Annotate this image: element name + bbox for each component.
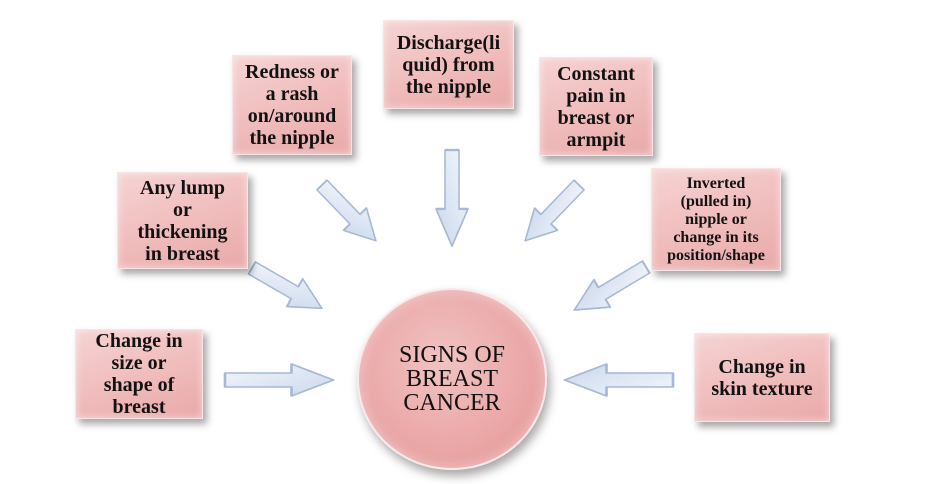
sign-box-skin-texture: Change in skin texture — [694, 333, 830, 422]
arrow-size — [223, 362, 335, 398]
arrow-lump — [243, 253, 331, 324]
arrow-skin — [563, 362, 675, 398]
arrow-inverted — [565, 252, 656, 325]
center-circle-title: SIGNS OF BREAST CANCER — [357, 288, 547, 470]
sign-box-discharge: Discharge(li quid) from the nipple — [383, 20, 514, 109]
sign-box-inverted-nipple: Inverted (pulled in) nipple or change in… — [651, 168, 781, 271]
sign-box-redness: Redness or a rash on/around the nipple — [232, 55, 352, 155]
arrow-discharge — [434, 148, 470, 248]
sign-box-constant-pain: Constant pain in breast or armpit — [539, 57, 653, 156]
arrow-pain — [512, 173, 592, 253]
sign-box-size-shape: Change in size or shape of breast — [75, 329, 203, 419]
sign-box-lump: Any lump or thickening in breast — [117, 172, 248, 269]
arrow-redness — [309, 173, 389, 253]
